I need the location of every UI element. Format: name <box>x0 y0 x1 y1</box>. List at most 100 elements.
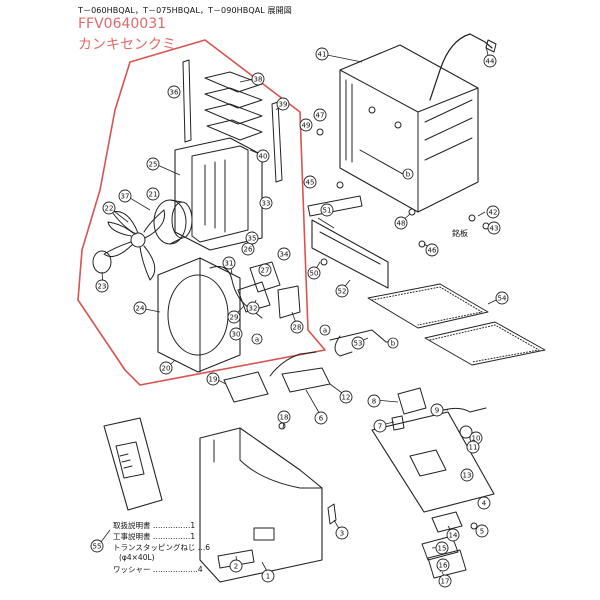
callout-9: 9 <box>430 403 444 417</box>
callout-number: 23 <box>98 283 107 291</box>
callout-number: 1 <box>266 573 270 581</box>
callout-26: 26 <box>241 242 255 256</box>
callout-number: 36 <box>170 89 179 97</box>
filters <box>367 283 546 366</box>
callout-circle <box>259 196 273 210</box>
callout-number: 30 <box>232 331 241 339</box>
callout-54: 54 <box>495 291 509 305</box>
callout-circle <box>313 108 327 122</box>
callout-circle <box>258 263 272 277</box>
callout-circle <box>277 247 291 261</box>
callout-number: 15 <box>438 545 447 553</box>
fan-motor <box>153 199 193 245</box>
callout-circle <box>118 189 132 203</box>
callout-30: 30 <box>229 327 243 341</box>
callout-23: 23 <box>95 279 109 293</box>
callout-number: 2 <box>234 563 238 571</box>
callout-41: 41 <box>315 47 329 61</box>
callout-number: 35 <box>248 235 257 243</box>
callout-circle <box>438 574 452 588</box>
louver-frames <box>204 71 263 141</box>
callout-18: 18 <box>277 410 291 424</box>
callout-47: 47 <box>313 108 327 122</box>
callout-number: 33 <box>262 200 271 208</box>
callout-circle <box>367 394 381 408</box>
callout-circle <box>466 440 480 454</box>
callout-39: 39 <box>276 97 290 111</box>
callout-circle <box>495 291 509 305</box>
callout-25: 25 <box>146 157 160 171</box>
connector-label-b: b <box>387 337 399 349</box>
callout-circle <box>477 496 491 510</box>
callout-6: 6 <box>314 411 328 425</box>
callout-number: 55 <box>93 543 102 551</box>
callout-53: 53 <box>351 336 365 350</box>
accessory-line: ワッシャー ………………4 <box>113 565 203 574</box>
callout-number: 54 <box>498 295 507 303</box>
callout-8: 8 <box>367 394 381 408</box>
callout-37: 37 <box>118 189 132 203</box>
callout-circle <box>335 526 349 540</box>
callout-number: 37 <box>121 193 130 201</box>
callout-number: 24 <box>136 305 145 313</box>
callout-circle <box>276 97 290 111</box>
callout-43: 43 <box>487 221 501 235</box>
callout-22: 22 <box>102 201 116 215</box>
callout-number: 43 <box>490 225 499 233</box>
callout-number: 29 <box>230 314 239 322</box>
callout-circle <box>339 390 353 404</box>
callout-circle <box>394 216 408 230</box>
part-16 <box>427 549 467 579</box>
callout-31: 31 <box>222 256 236 270</box>
connector-letter: a <box>323 327 327 335</box>
callout-15: 15 <box>435 541 449 555</box>
callout-number: 14 <box>449 532 458 540</box>
callout-number: 39 <box>279 101 288 109</box>
callout-circle <box>475 524 489 538</box>
connector-letter: b <box>406 171 411 179</box>
callout-circle <box>146 187 160 201</box>
callout-number: 26 <box>244 246 253 254</box>
callout-19: 19 <box>206 372 220 386</box>
callout-12: 12 <box>339 390 353 404</box>
callout-20: 20 <box>159 361 173 375</box>
callout-2: 2 <box>229 559 243 573</box>
callout-number: 42 <box>489 209 498 217</box>
callout-number: 8 <box>372 398 376 406</box>
callout-number: 53 <box>354 340 363 348</box>
callout-circle <box>487 221 501 235</box>
callout-circle <box>245 231 259 245</box>
rail-left <box>182 59 192 143</box>
connector-circle <box>402 168 414 180</box>
power-cord <box>429 33 493 101</box>
callout-16: 16 <box>436 558 450 572</box>
callout-number: 28 <box>293 324 302 332</box>
callout-number: 50 <box>310 270 319 278</box>
connector-circle <box>251 333 263 345</box>
connector-label-b: b <box>402 168 414 180</box>
screw-3 <box>327 503 337 525</box>
callout-44: 44 <box>483 54 497 68</box>
callout-circle <box>351 336 365 350</box>
accessory-line: 取扱説明書 ……………1 <box>113 521 196 530</box>
callout-number: 22 <box>105 205 114 213</box>
callout-circle <box>95 279 109 293</box>
callout-circle <box>277 410 291 424</box>
part-7 <box>391 415 405 431</box>
part-code: FFV0640031 <box>78 16 167 32</box>
wire-harness <box>209 266 263 319</box>
callout-circle <box>460 468 474 482</box>
callout-49: 49 <box>299 118 313 132</box>
nameplate-label: 銘板 <box>452 229 468 238</box>
callout-46: 46 <box>425 243 439 257</box>
callout-33: 33 <box>259 196 273 210</box>
connector-circle <box>387 337 399 349</box>
callout-circle <box>246 301 260 315</box>
callout-circle <box>303 175 317 189</box>
callout-circle <box>315 47 329 61</box>
callout-circle <box>261 569 275 583</box>
housing-box <box>339 44 479 213</box>
callout-number: 5 <box>480 528 484 536</box>
connector-letter: b <box>391 340 396 348</box>
